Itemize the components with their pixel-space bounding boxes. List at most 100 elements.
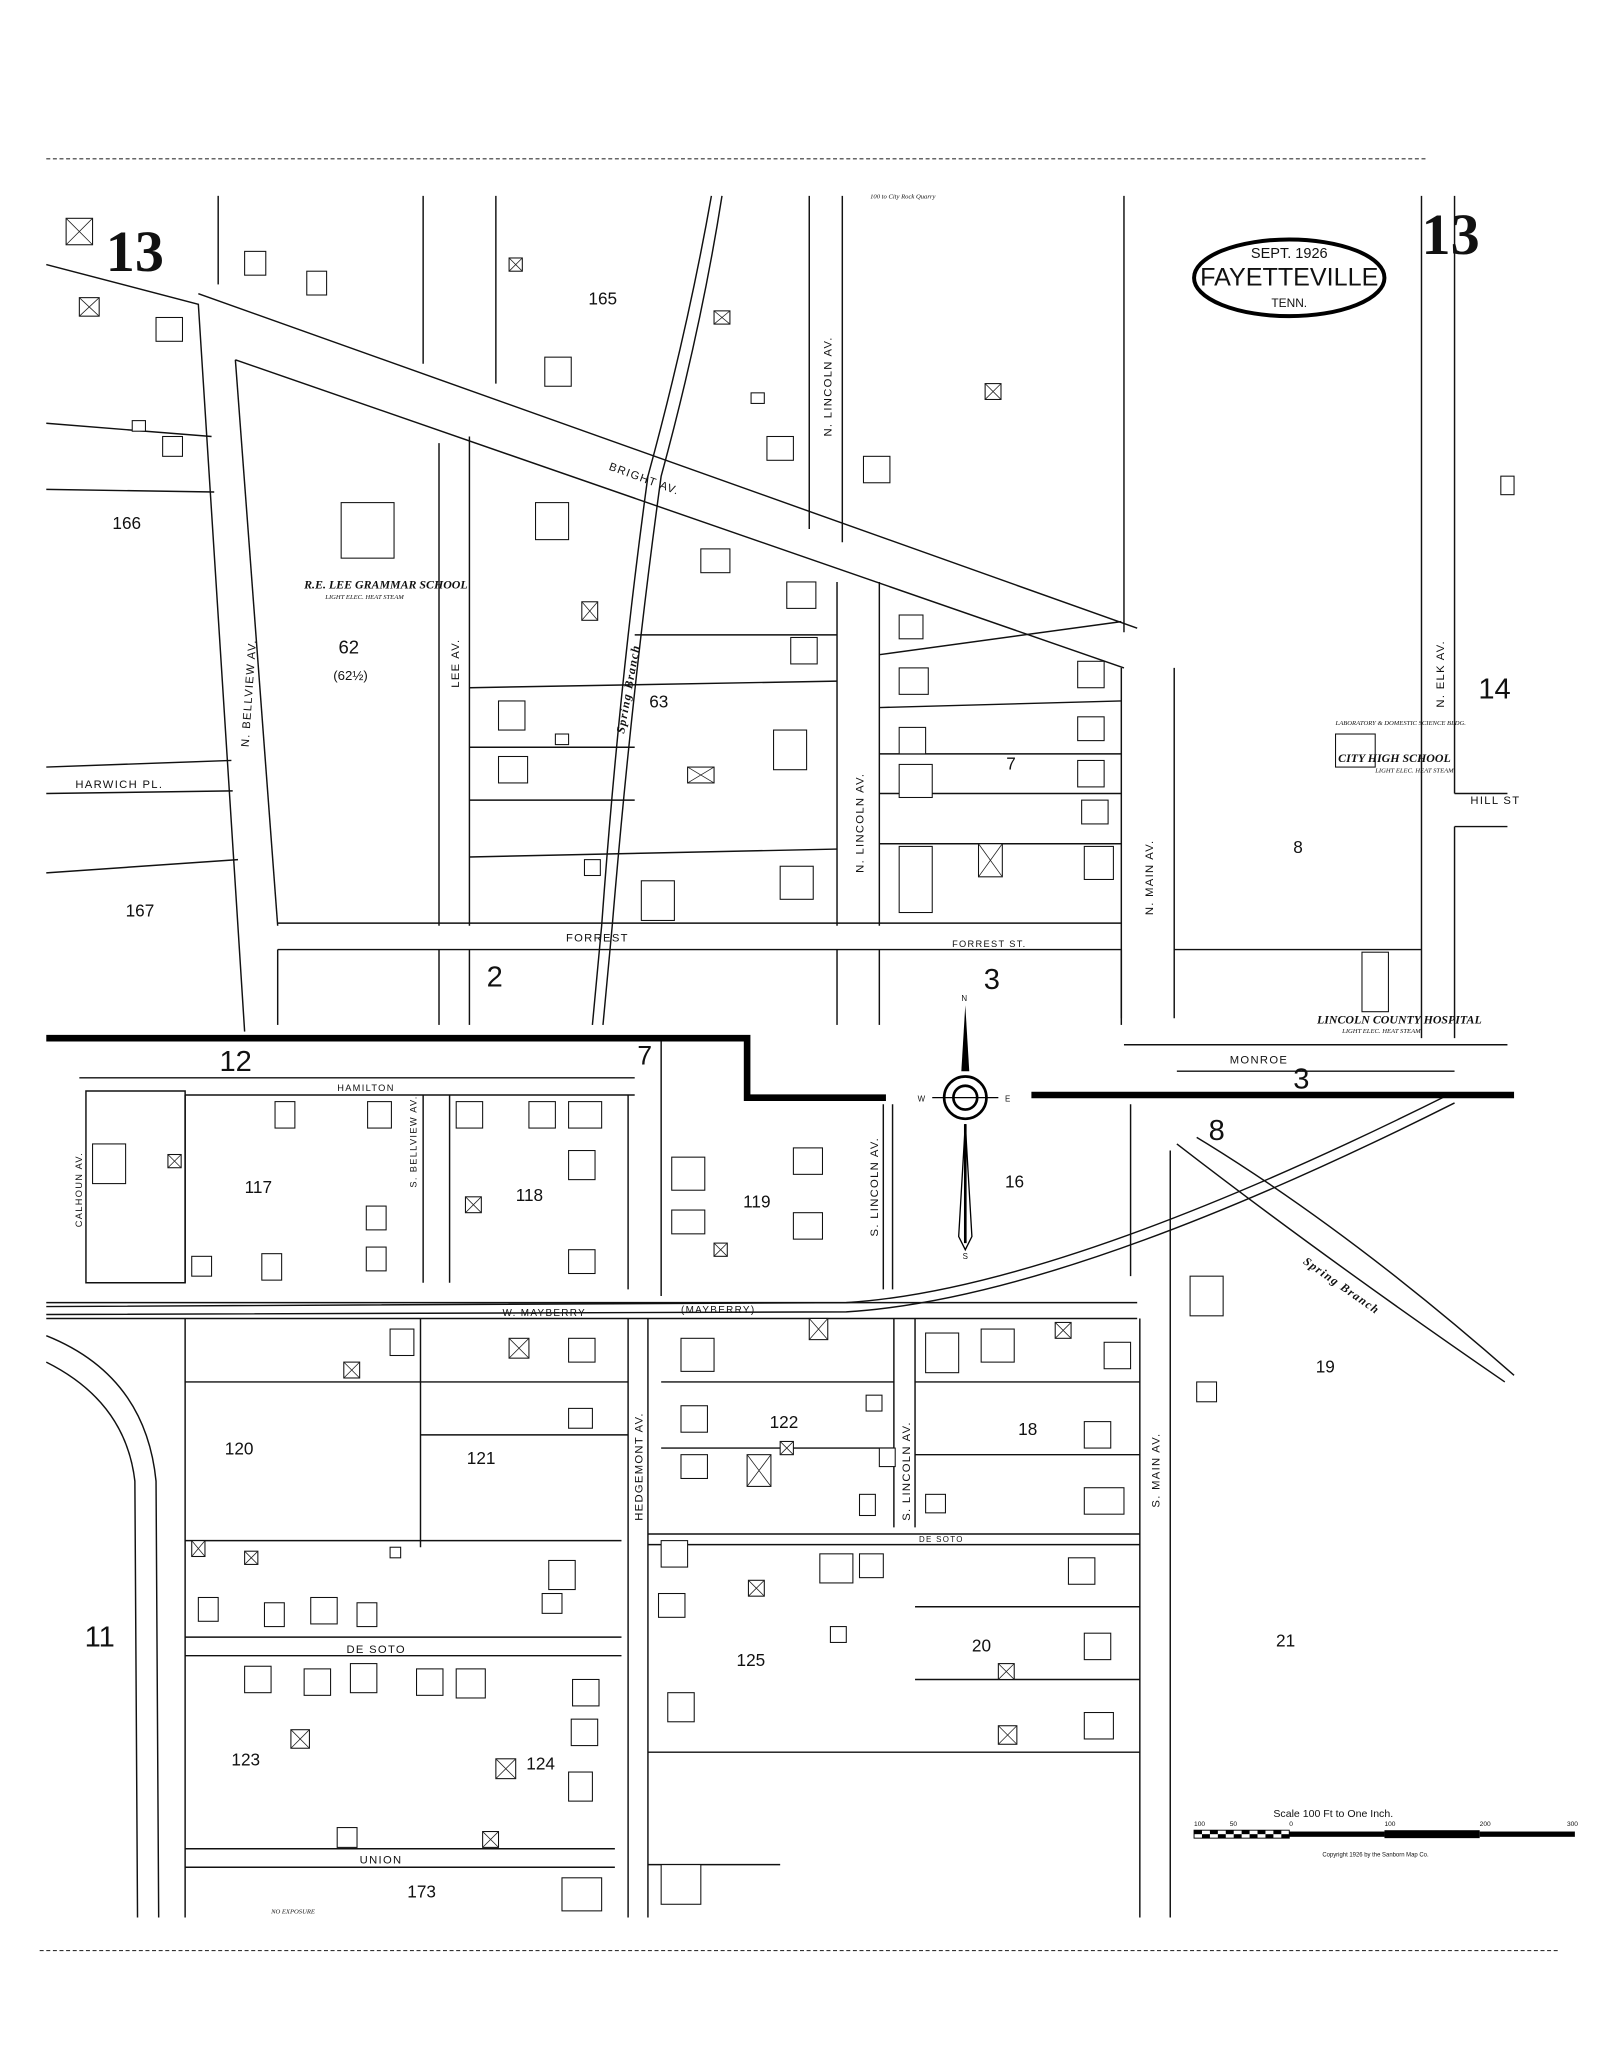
scale-tick-label: 0 <box>1289 1821 1293 1828</box>
street-lines <box>45 195 1508 1918</box>
shed-cross-mark <box>508 1338 530 1359</box>
building <box>1189 1275 1224 1317</box>
scale-checker <box>1273 1830 1282 1835</box>
street-monroe: MONROE <box>1230 1054 1288 1066</box>
shed-cross-mark <box>713 1242 728 1257</box>
street-s-lincoln-upper: S. LINCOLN AV. <box>869 1137 881 1237</box>
building <box>162 435 184 457</box>
scale-tick-label: 100 <box>1194 1821 1205 1828</box>
shed-cross-mark <box>984 383 1002 400</box>
building <box>389 1328 415 1357</box>
spring-branch-label-lower: Spring Branch <box>1301 1254 1383 1317</box>
shed-cross-mark <box>343 1361 360 1379</box>
street-union: UNION <box>360 1854 403 1866</box>
building <box>680 1405 708 1433</box>
building <box>1083 845 1114 880</box>
building <box>790 636 818 665</box>
shed-cross-mark <box>79 297 100 317</box>
top-note: 100 to City Rock Quarry <box>870 193 935 200</box>
shed-cross-mark <box>978 843 1003 878</box>
building <box>925 1332 960 1374</box>
street-hamilton: HAMILTON <box>337 1083 395 1093</box>
block-number: (62½) <box>333 668 368 683</box>
building <box>858 1553 884 1579</box>
block-numbers: 165 166 62 (62½) 63 7 8 14 167 2 3 12 7 … <box>85 288 1511 1901</box>
building <box>1077 660 1105 689</box>
block-number: 118 <box>516 1185 543 1205</box>
title-cartouche: SEPT. 1926 FAYETTEVILLE TENN. <box>1192 237 1387 319</box>
block-number: 21 <box>1276 1630 1295 1650</box>
building <box>572 1678 600 1707</box>
building <box>356 1602 378 1628</box>
building <box>544 356 572 387</box>
title-date: SEPT. 1926 <box>1251 246 1328 262</box>
railroad <box>46 1094 1455 1316</box>
building <box>862 455 891 484</box>
block-number: 11 <box>85 1621 115 1653</box>
block-number: 18 <box>1018 1419 1037 1439</box>
block-number: 121 <box>467 1448 496 1468</box>
building <box>858 1493 876 1517</box>
building <box>568 1249 596 1275</box>
building <box>898 845 933 914</box>
building <box>306 270 328 296</box>
street-s-main: S. MAIN AV. <box>1151 1433 1163 1508</box>
building <box>680 1454 708 1480</box>
scale-checker <box>1241 1830 1250 1835</box>
shed-cross-mark <box>1054 1322 1072 1339</box>
sheet-number-left: 13 <box>106 219 164 284</box>
building <box>1077 759 1105 788</box>
sheet-boundary-line <box>46 1034 886 1101</box>
shed-cross-mark <box>65 218 93 246</box>
shed-cross-mark <box>746 1454 772 1487</box>
building <box>416 1668 444 1696</box>
scale-tick-label: 50 <box>1230 1821 1238 1828</box>
building <box>786 581 817 609</box>
building <box>244 250 267 276</box>
building <box>700 548 731 574</box>
building <box>568 1150 596 1181</box>
building <box>261 1253 283 1281</box>
scale-tick-label: 100 <box>1384 1821 1395 1828</box>
street-w-mayberry: W. MAYBERRY <box>502 1308 586 1319</box>
building <box>1083 1487 1125 1515</box>
street-harwich: HARWICH PL. <box>75 779 163 791</box>
scale-checker <box>1233 1834 1242 1839</box>
scale-checker <box>1201 1834 1210 1839</box>
building <box>340 502 395 559</box>
shed-cross-mark <box>290 1729 310 1749</box>
building <box>1083 1632 1112 1661</box>
building <box>773 729 808 771</box>
building <box>570 1718 599 1747</box>
building <box>792 1212 824 1240</box>
building <box>660 1864 702 1905</box>
building <box>365 1246 387 1272</box>
block-number: 117 <box>245 1177 272 1197</box>
building <box>898 726 927 755</box>
shed-cross-mark <box>508 257 523 272</box>
building <box>274 1101 296 1129</box>
building <box>349 1663 378 1694</box>
building <box>497 755 529 784</box>
building <box>898 667 929 695</box>
scale-checker <box>1194 1830 1202 1835</box>
building <box>671 1209 706 1235</box>
block-number: 120 <box>225 1439 254 1459</box>
block-number: 173 <box>407 1882 436 1902</box>
block-number: 165 <box>588 288 617 308</box>
block-number: 7 <box>1006 754 1016 774</box>
shed-cross-mark <box>482 1831 499 1848</box>
street-n-elk: N. ELK AV. <box>1435 640 1447 707</box>
block-number: 119 <box>743 1191 770 1211</box>
compass-n: N <box>961 994 967 1003</box>
building <box>1083 1421 1112 1449</box>
street-s-bellview: S. BELLVIEW AV. <box>409 1095 419 1187</box>
building <box>680 1337 715 1372</box>
title-state: TENN. <box>1271 296 1307 310</box>
building <box>792 1147 824 1175</box>
block-number: 8 <box>1293 837 1303 857</box>
building <box>1500 475 1515 496</box>
building <box>541 1592 563 1614</box>
scale-checker <box>1217 1834 1226 1839</box>
